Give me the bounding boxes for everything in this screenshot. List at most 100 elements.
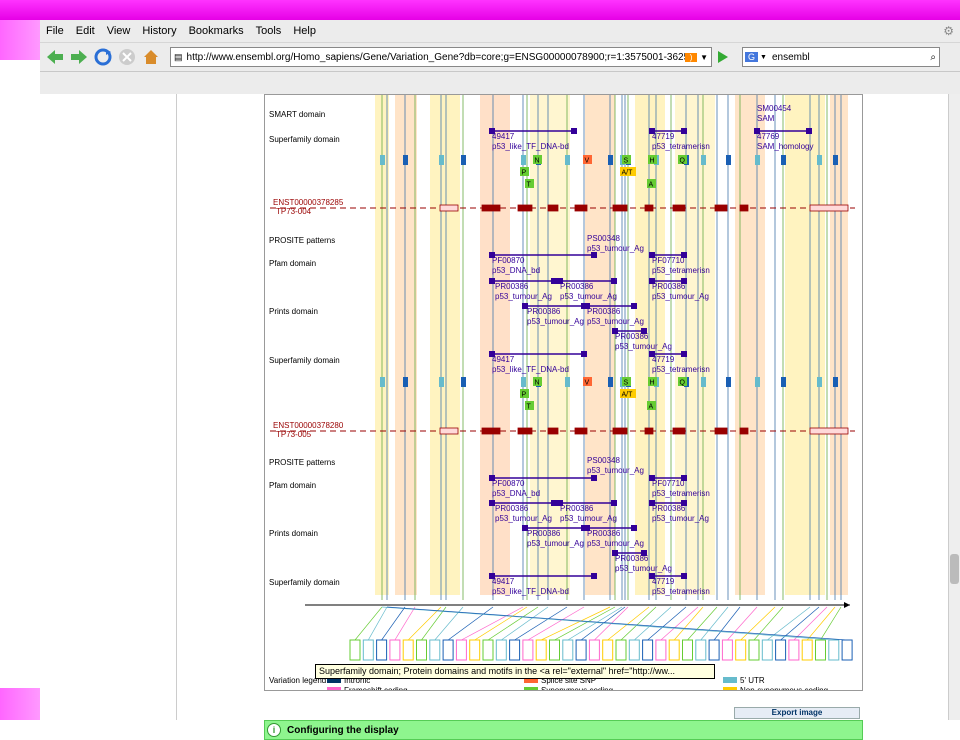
forward-button[interactable] xyxy=(68,46,90,68)
search-icon[interactable]: ⌕ xyxy=(930,51,936,63)
variant-marker xyxy=(565,155,570,165)
domain-label: p53_tumour_Ag xyxy=(560,514,617,523)
variant-connector xyxy=(487,606,539,641)
search-input[interactable]: ensembl xyxy=(771,51,810,63)
variant-connector xyxy=(381,606,834,641)
variant-box xyxy=(642,639,654,661)
variation-letter: Q xyxy=(680,158,686,165)
column-band xyxy=(635,95,665,595)
variant-marker xyxy=(701,377,706,387)
variation-letter-box xyxy=(525,179,534,188)
rss-icon[interactable]: ) xyxy=(685,52,698,62)
info-icon: i xyxy=(267,723,281,737)
column-band xyxy=(530,95,570,595)
variant-box xyxy=(788,639,800,661)
domain-marker xyxy=(489,351,495,357)
google-icon[interactable]: G xyxy=(745,52,759,62)
variant-marker xyxy=(817,377,822,387)
variant-connector xyxy=(713,606,741,641)
domain-label: p53_DNA_bd xyxy=(492,489,540,498)
variant-connector xyxy=(354,606,383,641)
variation-letter: P xyxy=(522,392,527,399)
variation-letter-box xyxy=(583,155,592,164)
variation-letter-box xyxy=(583,377,592,386)
legend-swatch xyxy=(723,677,737,683)
menu-bookmarks[interactable]: Bookmarks xyxy=(188,25,244,37)
stop-button[interactable] xyxy=(116,46,138,68)
configuring-display-header[interactable]: i Configuring the display xyxy=(264,720,863,740)
domain-label: p53_tetramerisn xyxy=(652,489,710,498)
go-button[interactable] xyxy=(712,46,734,68)
variation-letter-box xyxy=(520,167,529,176)
variant-box xyxy=(775,639,787,661)
menu-file[interactable]: File xyxy=(46,25,64,37)
variation-letter-box xyxy=(622,377,631,386)
search-engine-chevron-icon[interactable]: ▼ xyxy=(760,53,767,61)
domain-label: p53_tumour_Ag xyxy=(495,292,552,301)
gear-icon[interactable]: ⚙ xyxy=(943,24,954,38)
domain-label: SAM xyxy=(757,114,775,123)
variation-letter: S xyxy=(624,380,629,387)
scrollbar-thumb[interactable] xyxy=(950,554,959,584)
domain-marker xyxy=(557,278,563,284)
variation-letter: S xyxy=(624,158,629,165)
menu-edit[interactable]: Edit xyxy=(75,25,95,37)
variant-box xyxy=(801,639,813,661)
domain-label: PR00386 xyxy=(615,332,649,341)
domain-label: 49417 xyxy=(492,355,515,364)
transcript-id[interactable]: ENST00000378280 xyxy=(273,421,344,430)
column-band xyxy=(430,95,460,595)
domain-label: p53_tetramerisn xyxy=(652,142,710,151)
variant-box xyxy=(362,639,374,661)
back-arrow-icon xyxy=(47,50,63,64)
exon-block xyxy=(517,204,533,212)
domain-label: p53_tumour_Ag xyxy=(527,317,584,326)
variant-marker xyxy=(565,377,570,387)
variant-connector xyxy=(501,606,549,641)
domain-label: PR00386 xyxy=(495,282,529,291)
track-label: Prints domain xyxy=(269,529,318,538)
home-button[interactable] xyxy=(140,46,162,68)
variant-marker xyxy=(608,155,613,165)
menu-tools[interactable]: Tools xyxy=(255,25,282,37)
domain-label: p53_tumour_Ag xyxy=(615,564,672,573)
chevron-down-icon[interactable]: ▼ xyxy=(700,52,708,62)
vertical-scrollbar[interactable] xyxy=(948,94,960,720)
search-box[interactable]: G ▼ ensembl ⌕ xyxy=(742,47,940,67)
variation-letter-box xyxy=(647,179,656,188)
domain-label: SAM_homology xyxy=(757,142,813,151)
column-band xyxy=(395,95,417,595)
variant-marker xyxy=(817,155,822,165)
variation-letter-box xyxy=(620,167,636,176)
url-input[interactable]: http://www.ensembl.org/Homo_sapiens/Gene… xyxy=(186,51,686,63)
transcript-id[interactable]: ENST00000378285 xyxy=(273,198,344,207)
variant-box xyxy=(655,639,667,661)
variant-connector xyxy=(474,606,528,641)
gene-variation-graphic[interactable]: 49417p53_like_TF_DNA-bd47719p53_tetramer… xyxy=(265,95,862,690)
variant-connector xyxy=(394,606,416,641)
variant-box xyxy=(509,639,521,661)
domain-marker xyxy=(649,573,655,579)
variant-marker xyxy=(521,155,526,165)
reload-button[interactable] xyxy=(92,46,114,68)
menu-history[interactable]: History xyxy=(142,25,177,37)
domain-label: p53_tumour_Ag xyxy=(587,244,644,253)
exon-block xyxy=(739,204,749,212)
exon-block xyxy=(439,204,459,212)
menu-help[interactable]: Help xyxy=(293,25,316,37)
domain-marker xyxy=(806,128,812,134)
variation-letter: V xyxy=(585,380,590,387)
menu-view[interactable]: View xyxy=(106,25,131,37)
variant-connector xyxy=(620,606,657,641)
export-image-button[interactable]: Export image xyxy=(734,707,860,719)
domain-marker xyxy=(522,303,528,309)
variant-connector xyxy=(541,606,611,641)
domain-label: 47719 xyxy=(652,355,675,364)
variation-letter-box xyxy=(620,389,636,398)
back-button[interactable] xyxy=(44,46,66,68)
address-bar[interactable]: ▤ http://www.ensembl.org/Homo_sapiens/Ge… xyxy=(170,47,712,67)
variant-box xyxy=(628,639,640,661)
track-label: PROSITE patterns xyxy=(269,236,336,245)
